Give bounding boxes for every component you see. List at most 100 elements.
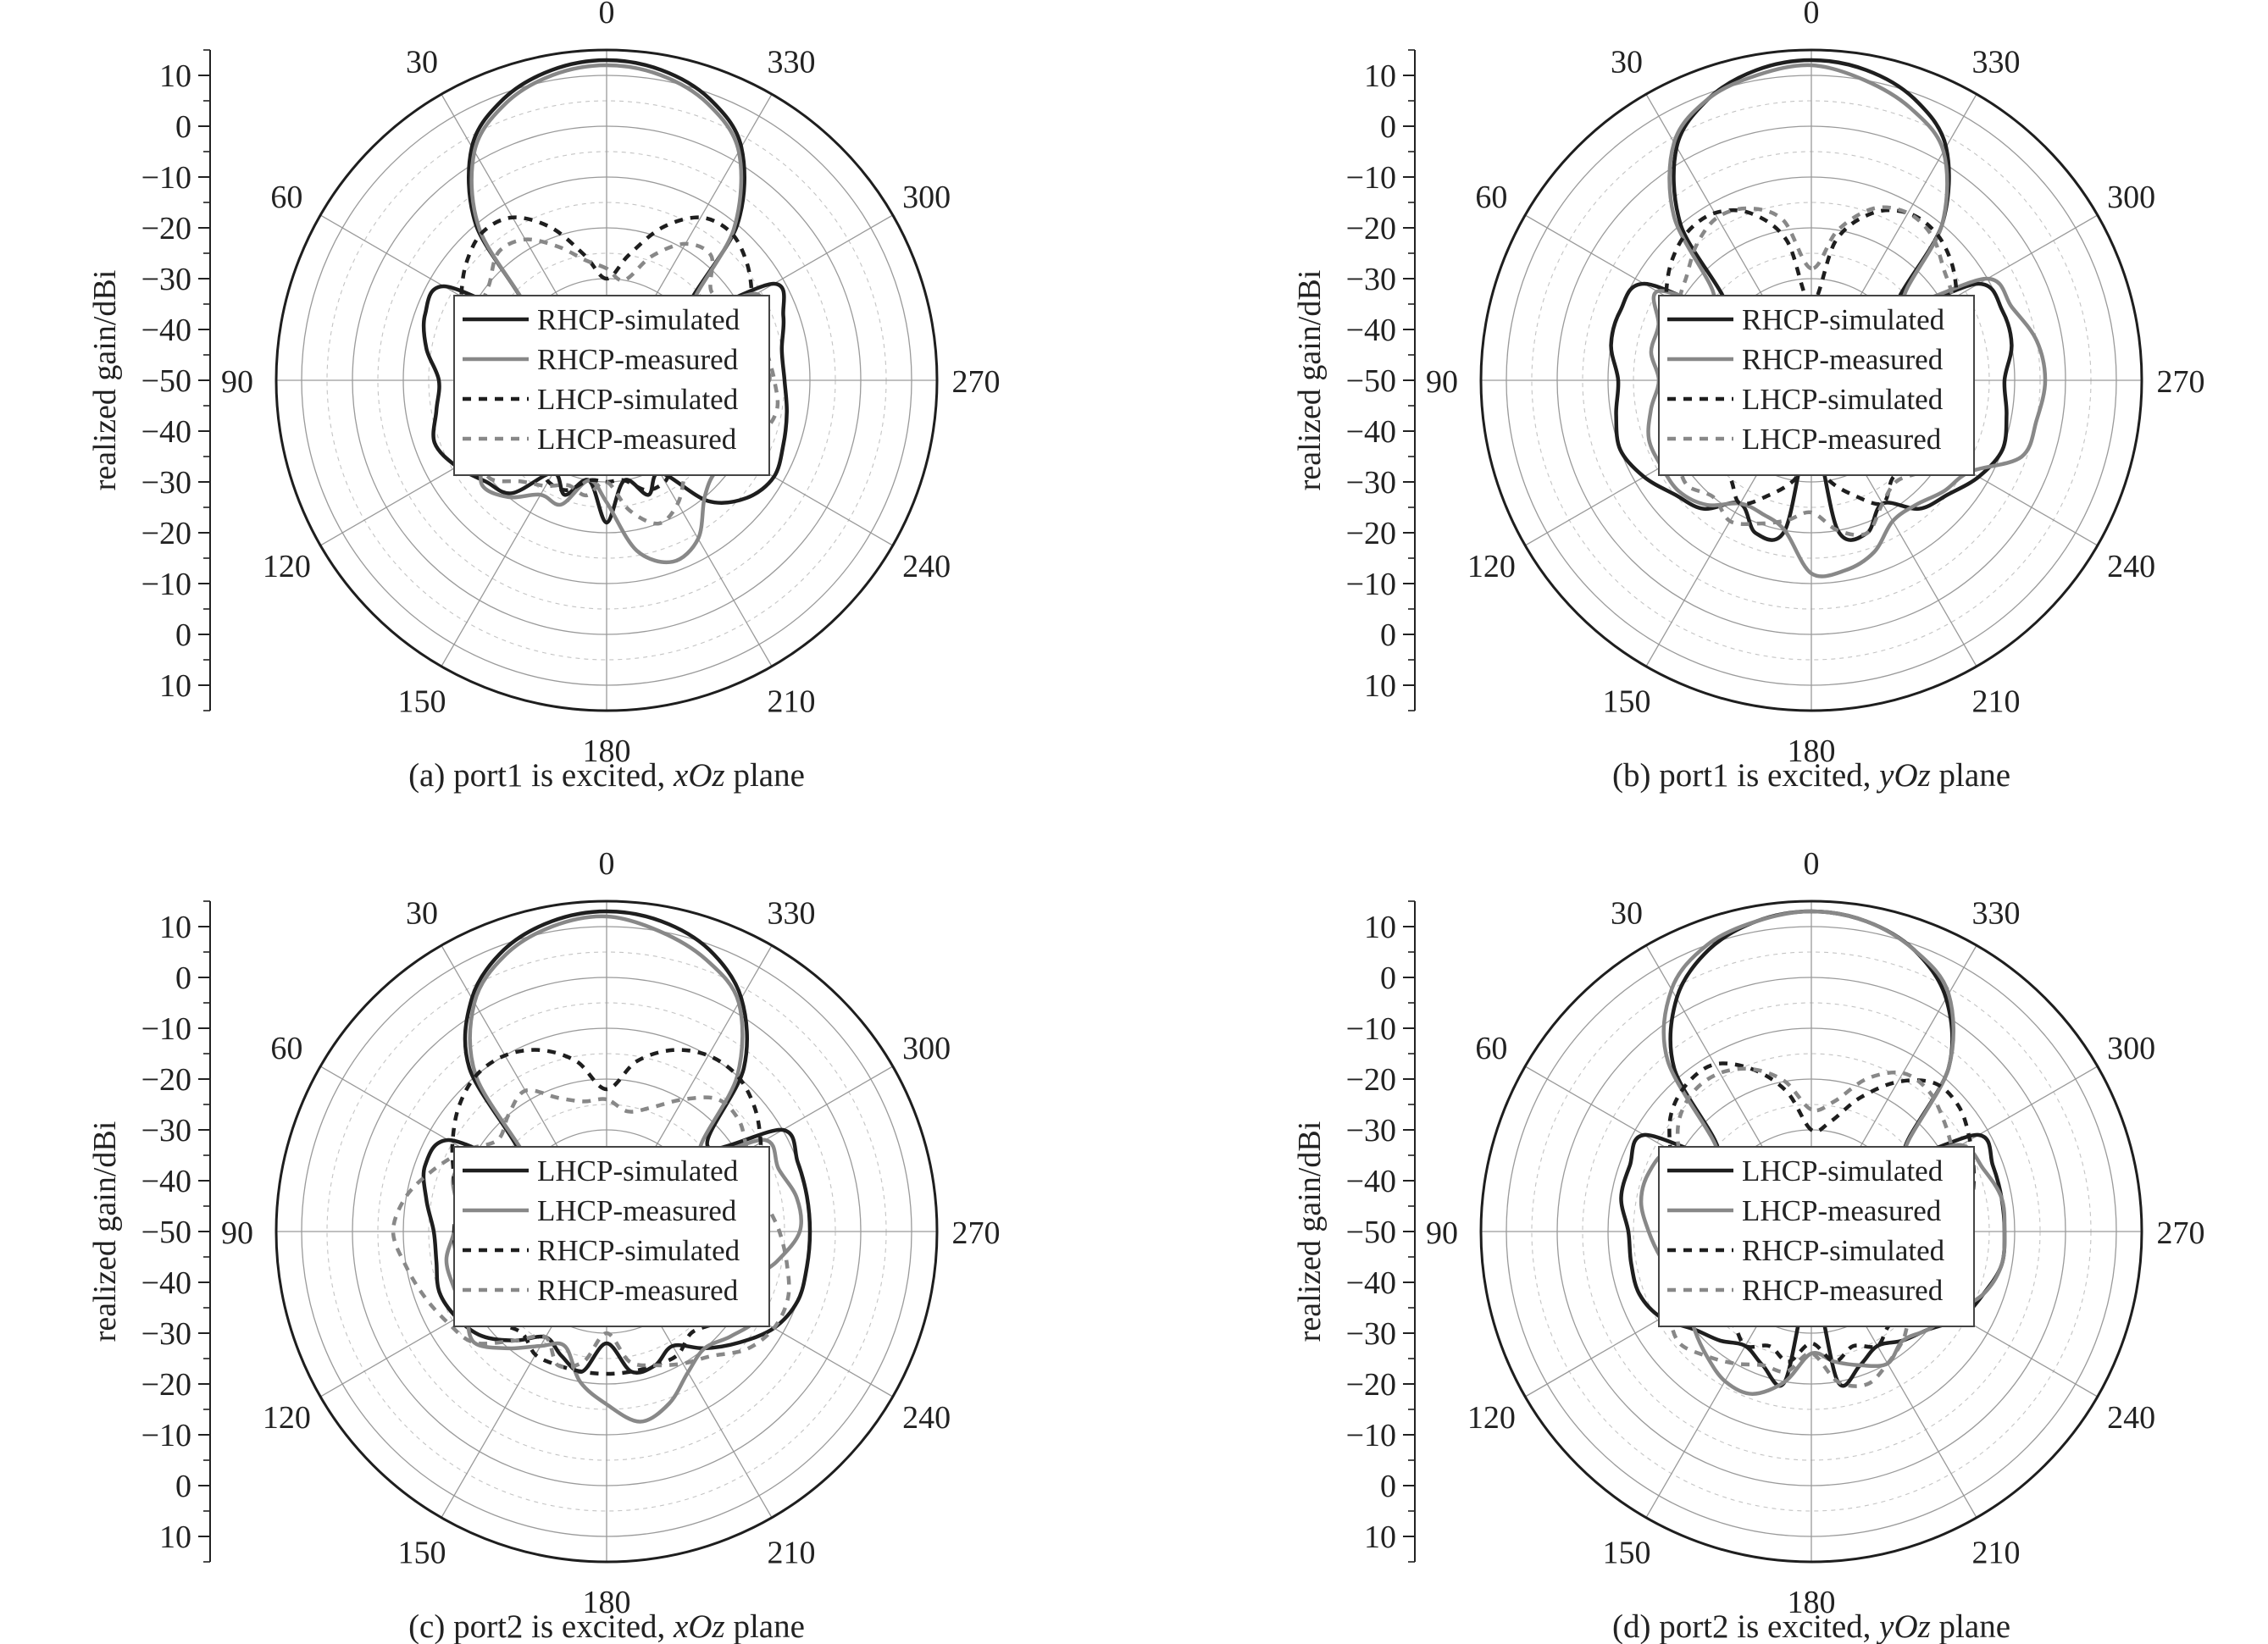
legend-label: LHCP-measured [537, 1194, 737, 1227]
angle-tick-label: 330 [768, 44, 816, 80]
angle-tick-label: 0 [599, 0, 615, 30]
angle-tick-label: 150 [1603, 1536, 1651, 1571]
radial-tick-label: −40 [1346, 414, 1396, 450]
angle-tick-label: 180 [583, 1585, 631, 1620]
angle-tick-label: 210 [1972, 684, 2021, 720]
chart-panel-b: 0306090120150180210240270300330100−10−20… [1292, 0, 2205, 794]
radial-tick-label: 0 [1380, 960, 1396, 996]
angle-tick-label: 150 [1603, 684, 1651, 720]
radial-tick-label: −30 [1346, 262, 1396, 297]
radial-tick-label: 0 [1380, 109, 1396, 145]
angle-tick-label: 30 [406, 895, 438, 931]
radial-tick-label: −50 [141, 1215, 191, 1250]
y-axis-label: realized gain/dBi [1292, 1121, 1328, 1342]
angle-tick-label: 300 [2107, 1031, 2155, 1066]
radial-tick-label: −20 [141, 211, 191, 246]
y-axis-label: realized gain/dBi [87, 1121, 123, 1342]
angle-tick-label: 180 [583, 733, 631, 769]
angle-tick-label: 90 [221, 1215, 253, 1251]
angle-tick-label: 90 [221, 364, 253, 400]
angle-tick-label: 60 [270, 180, 302, 215]
panel-caption: (a) port1 is excited, xOz plane [408, 757, 805, 794]
radial-tick-label: −10 [141, 567, 191, 602]
radial-tick-label: −10 [1346, 1418, 1396, 1453]
legend-label: LHCP-measured [1742, 423, 1942, 456]
angle-tick-label: 180 [1788, 733, 1836, 769]
outer-ring [1479, 899, 2143, 1564]
angle-tick-label: 90 [1426, 1215, 1458, 1251]
angle-tick-label: 60 [270, 1031, 302, 1066]
radial-tick-label: −20 [141, 1367, 191, 1403]
legend-label: LHCP-simulated [537, 1154, 739, 1187]
radial-tick-label: 0 [175, 960, 191, 996]
caption-prefix: (a) port1 is excited, [408, 757, 674, 794]
angle-tick-label: 240 [2107, 1400, 2155, 1436]
caption-suffix: plane [1931, 757, 2010, 794]
legend-label: RHCP-simulated [1742, 1234, 1945, 1267]
radial-tick-label: −30 [141, 262, 191, 297]
radial-tick-label: −20 [1346, 1062, 1396, 1098]
radial-tick-label: −40 [1346, 1164, 1396, 1199]
angle-tick-label: 300 [902, 1031, 951, 1066]
angle-tick-label: 330 [1972, 44, 2021, 80]
angle-tick-label: 60 [1475, 180, 1507, 215]
angle-tick-label: 210 [768, 1536, 816, 1571]
series-line [1677, 205, 1955, 538]
radial-tick-label: −40 [141, 414, 191, 450]
legend-label: LHCP-measured [1742, 1194, 1942, 1227]
caption-plane: xOz [673, 1608, 725, 1644]
radial-tick-label: −30 [1346, 1113, 1396, 1149]
radial-tick-label: 10 [159, 910, 191, 945]
panel-caption: (d) port2 is excited, yOz plane [1612, 1608, 2010, 1644]
y-axis-label: realized gain/dBi [1292, 270, 1328, 491]
caption-plane: yOz [1876, 757, 1931, 794]
y-axis-label: realized gain/dBi [87, 270, 123, 491]
chart-panel-a: 0306090120150180210240270300330100−10−20… [87, 0, 1001, 794]
radial-tick-label: −30 [1346, 465, 1396, 501]
radial-tick-label: −20 [141, 1062, 191, 1098]
radial-tick-label: −30 [1346, 1316, 1396, 1352]
radial-tick-label: 0 [175, 617, 191, 653]
series-line [391, 1088, 791, 1370]
angle-tick-label: 120 [1467, 549, 1516, 584]
radial-tick-label: −20 [1346, 516, 1396, 551]
legend-label: RHCP-measured [537, 343, 739, 376]
radial-tick-label: −30 [141, 1316, 191, 1352]
radial-tick-label: 10 [1364, 1519, 1396, 1555]
radial-tick-label: 0 [1380, 617, 1396, 653]
angle-tick-label: 300 [2107, 180, 2155, 215]
legend-label: RHCP-measured [1742, 1274, 1944, 1307]
angle-tick-label: 270 [2157, 1215, 2205, 1251]
angle-tick-label: 120 [263, 1400, 311, 1436]
caption-prefix: (b) port1 is excited, [1612, 757, 1879, 794]
angle-tick-label: 240 [2107, 549, 2155, 584]
radial-tick-label: −40 [1346, 313, 1396, 348]
panel-caption: (c) port2 is excited, xOz plane [408, 1608, 805, 1644]
angle-tick-label: 180 [1788, 1585, 1836, 1620]
radial-tick-label: 0 [175, 1469, 191, 1504]
angle-tick-label: 150 [398, 1536, 446, 1571]
legend-label: RHCP-simulated [537, 1234, 740, 1267]
radial-tick-label: −10 [1346, 160, 1396, 196]
angle-tick-label: 150 [398, 684, 446, 720]
radial-tick-label: −10 [1346, 1011, 1396, 1047]
radial-tick-label: −10 [141, 160, 191, 196]
angle-tick-label: 300 [902, 180, 951, 215]
radial-tick-label: 10 [1364, 58, 1396, 94]
caption-suffix: plane [725, 1608, 805, 1644]
chart-panel-d: 0306090120150180210240270300330100−10−20… [1292, 846, 2205, 1644]
legend-box [453, 1146, 770, 1327]
radial-tick-label: −40 [141, 1164, 191, 1199]
radial-tick-label: −20 [1346, 211, 1396, 246]
legend-box [1658, 295, 1975, 476]
radial-tick-label: 10 [159, 58, 191, 94]
legend-label: LHCP-simulated [1742, 1154, 1944, 1187]
radial-tick-label: 10 [159, 1519, 191, 1555]
angle-tick-label: 210 [1972, 1536, 2021, 1571]
radial-tick-label: −50 [1346, 363, 1396, 399]
radial-tick-label: 10 [159, 668, 191, 704]
radial-tick-label: −50 [1346, 1215, 1396, 1250]
angle-tick-label: 60 [1475, 1031, 1507, 1066]
angle-tick-label: 330 [1972, 895, 2021, 931]
